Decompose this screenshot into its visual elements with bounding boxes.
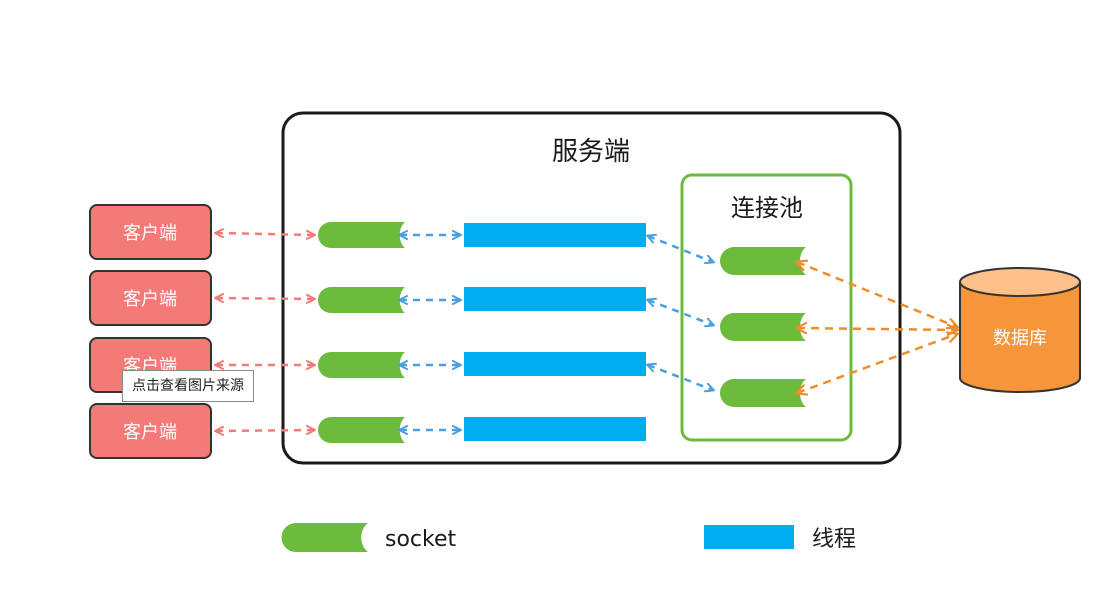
client-socket-arrow xyxy=(214,228,316,240)
server-title: 服务端 xyxy=(552,137,630,167)
server-socket xyxy=(318,417,405,443)
client-node: 客户端 xyxy=(89,270,212,326)
svg-text:客户端: 客户端 xyxy=(123,289,177,310)
pool-socket xyxy=(720,247,806,275)
thread-bar xyxy=(464,223,646,247)
legend-socket-swatch xyxy=(281,523,368,552)
legend-thread-swatch xyxy=(704,525,794,549)
client-node: 客户端 xyxy=(89,403,212,459)
client-socket-arrow xyxy=(214,293,316,304)
client-socket-arrow xyxy=(214,425,316,436)
pool-db-arrow xyxy=(797,328,957,330)
server-socket xyxy=(318,352,405,378)
thread-bar xyxy=(464,287,646,311)
thread-bar xyxy=(464,417,646,441)
svg-text:客户端: 客户端 xyxy=(123,422,177,443)
svg-text:客户端: 客户端 xyxy=(123,223,177,244)
pool-title: 连接池 xyxy=(731,194,803,222)
thread-pool-arrow xyxy=(646,297,715,328)
server-socket xyxy=(318,287,405,313)
pool-socket xyxy=(720,379,806,407)
client-node: 客户端 xyxy=(89,204,212,260)
server-socket xyxy=(318,222,405,248)
thread-pool-arrow xyxy=(646,233,715,265)
database-node: 数据库 xyxy=(959,267,1081,393)
image-source-tooltip[interactable]: 点击查看图片来源 xyxy=(122,370,254,402)
thread-pool-arrow xyxy=(646,362,715,393)
legend: socket 线程 xyxy=(281,523,856,552)
pool-db-arrow xyxy=(797,334,957,393)
legend-thread-label: 线程 xyxy=(812,527,856,552)
thread-bar xyxy=(464,352,646,376)
pool-socket xyxy=(720,313,806,341)
pool-db-arrow xyxy=(797,262,957,327)
legend-socket-label: socket xyxy=(385,527,457,552)
database-label: 数据库 xyxy=(993,328,1047,349)
